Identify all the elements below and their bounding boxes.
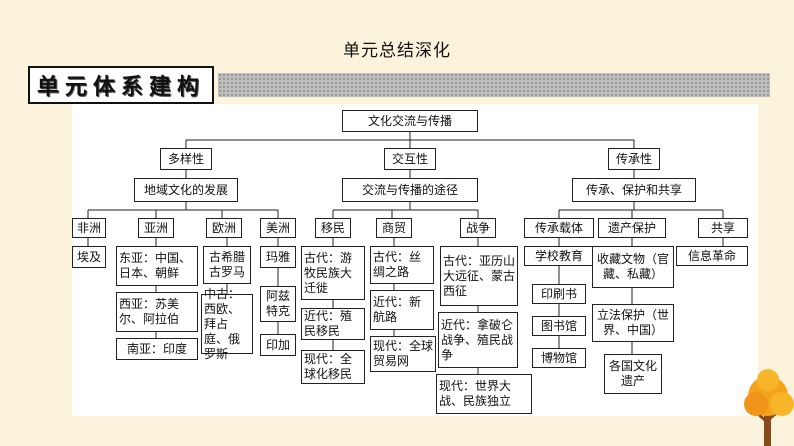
- node-heritage: 传承、保护和共享: [572, 178, 696, 202]
- node-exchange-ways: 交流与传播的途径: [342, 178, 478, 202]
- node-carrier: 传承载体: [524, 218, 594, 238]
- war-item-modern: 近代：拿破仑战争、殖民战争: [438, 312, 518, 368]
- america-item-maya: 玛雅: [260, 246, 296, 268]
- node-asia: 亚洲: [138, 218, 174, 238]
- connector-lines: [87, 132, 724, 374]
- node-interaction: 交互性: [384, 148, 436, 170]
- section-heading: 单元体系建构: [36, 75, 205, 100]
- node-trade: 商贸: [376, 218, 412, 238]
- war-item-contemporary: 现代：世界大战、民族独立: [436, 374, 532, 414]
- carrier-item-books: 印刷书: [532, 284, 586, 304]
- sharing-item-info-revolution: 信息革命: [676, 246, 748, 266]
- migration-item-contemporary: 现代：全球化移民: [301, 350, 365, 384]
- node-war: 战争: [460, 218, 496, 238]
- trade-item-modern: 近代：新航路: [370, 290, 434, 330]
- migration-item-modern: 近代：殖民移民: [301, 308, 365, 340]
- node-inheritance: 传承性: [608, 148, 660, 170]
- root-node: 文化交流与传播: [342, 110, 478, 132]
- protection-item-legislation: 立法保护（世界、中国）: [592, 304, 674, 342]
- node-europe: 欧洲: [206, 218, 242, 238]
- america-item-inca: 印加: [260, 334, 296, 356]
- node-migration: 移民: [315, 218, 351, 238]
- europe-item-medieval: 中古：西欧、拜占庭、俄罗斯: [201, 287, 253, 361]
- node-america: 美洲: [260, 218, 296, 238]
- trade-item-ancient: 古代：丝绸之路: [370, 246, 434, 284]
- america-item-aztec: 阿兹特克: [260, 286, 296, 322]
- migration-item-ancient: 古代：游牧民族大迁徙: [301, 246, 365, 300]
- node-regional-culture: 地域文化的发展: [134, 178, 238, 202]
- node-protection: 遗产保护: [598, 218, 666, 238]
- carrier-item-museum: 博物馆: [532, 348, 586, 368]
- node-africa: 非洲: [72, 218, 106, 238]
- asia-item-west: 西亚：苏美尔、阿拉伯: [116, 292, 198, 332]
- dotted-banner-bar: [218, 73, 770, 97]
- node-diversity: 多样性: [160, 148, 212, 170]
- concept-map: 文化交流与传播 多样性 交互性 传承性 地域文化的发展 交流与传播的途径 传承、…: [72, 104, 758, 416]
- europe-item-ancient: 古希腊古罗马: [203, 246, 251, 284]
- node-sharing: 共享: [698, 218, 748, 238]
- page-title: 单元总结深化: [343, 41, 451, 61]
- protection-item-collection: 收藏文物（官藏、私藏）: [592, 246, 674, 288]
- trade-item-contemporary: 现代：全球贸易网: [370, 336, 436, 372]
- autumn-tree-icon: [744, 369, 794, 446]
- protection-item-heritage-sites: 各国文化遗产: [604, 354, 662, 394]
- carrier-item-library: 图书馆: [532, 316, 586, 336]
- section-heading-box: 单元体系建构: [28, 66, 214, 104]
- africa-item: 埃及: [72, 246, 106, 268]
- asia-item-south: 南亚：印度: [116, 338, 198, 360]
- section-banner: 单元体系建构: [28, 66, 770, 104]
- asia-item-east: 东亚：中国、日本、朝鲜: [116, 246, 198, 286]
- war-item-ancient: 古代：亚历山大远征、蒙古西征: [440, 246, 518, 306]
- carrier-item-school: 学校教育: [524, 246, 594, 266]
